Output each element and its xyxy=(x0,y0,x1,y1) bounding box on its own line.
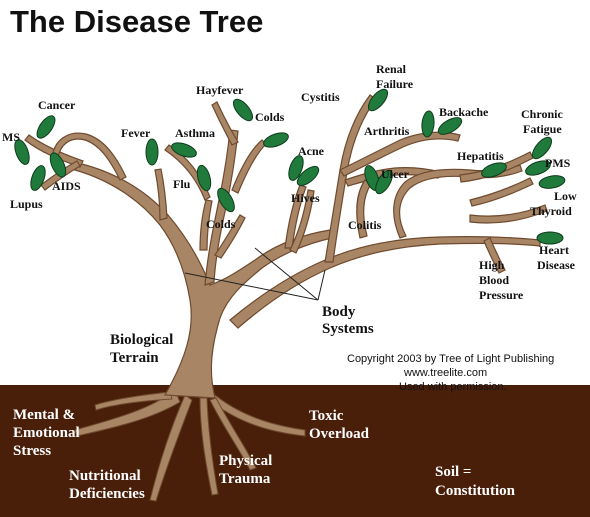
label-colds-2: Colds xyxy=(255,110,285,124)
label-flu: Flu xyxy=(173,177,191,191)
leaf-icon xyxy=(481,162,507,178)
leaf-icon xyxy=(145,138,159,166)
leaf-icon xyxy=(14,139,30,165)
label-nutritional-deficiencies-line2: Deficiencies xyxy=(69,486,145,502)
copyright-notice: Copyright 2003 by Tree of Light Publishi… xyxy=(347,353,554,393)
leaf-icon xyxy=(30,165,46,191)
label-body-systems-line2: Systems xyxy=(322,321,374,337)
label-cancer: Cancer xyxy=(38,98,76,112)
label-pms: PMS xyxy=(545,156,571,170)
label-renal-failure-line1: Renal xyxy=(376,62,407,76)
label-soil-constitution-line2: Constitution xyxy=(435,483,516,499)
label-soil-constitution-line1: Soil = xyxy=(435,464,471,480)
label-hepatitis: Hepatitis xyxy=(457,149,504,163)
leaf-icon xyxy=(421,110,435,138)
leaf-icon xyxy=(36,115,56,139)
leaf-icon xyxy=(171,142,197,158)
label-physical-trauma-line1: Physical xyxy=(219,453,272,469)
leaf-icon xyxy=(531,136,553,160)
label-high-blood-pressure-line1: High xyxy=(479,258,505,272)
root-labels: Mental & Emotional Stress Nutritional De… xyxy=(13,407,516,502)
label-mental-emotional-stress-line1: Mental & xyxy=(13,407,75,423)
label-asthma: Asthma xyxy=(175,126,215,140)
label-mental-emotional-stress-line3: Stress xyxy=(13,443,51,459)
tree-leaves xyxy=(14,88,566,245)
label-cystitis: Cystitis xyxy=(301,90,340,104)
label-high-blood-pressure-line2: Blood xyxy=(479,273,509,287)
copyright-line3: Used with permission. xyxy=(399,381,507,393)
leaf-icon xyxy=(232,98,254,122)
leaf-icon xyxy=(263,132,289,148)
label-fever: Fever xyxy=(121,126,151,140)
trunk-labels: Body Systems Biological Terrain xyxy=(110,304,374,366)
label-biological-terrain-line2: Terrain xyxy=(110,350,159,366)
leaf-icon xyxy=(367,88,389,112)
label-low-thyroid-line2: Thyroid xyxy=(530,204,572,218)
label-colitis: Colitis xyxy=(348,218,382,232)
leaf-icon xyxy=(288,155,304,181)
leaf-icon xyxy=(536,231,564,245)
leaf-icon xyxy=(538,175,566,189)
label-nutritional-deficiencies-line1: Nutritional xyxy=(69,468,141,484)
page-title: The Disease Tree xyxy=(10,4,263,39)
label-ulcer: Ulcer xyxy=(381,167,410,181)
label-biological-terrain-line1: Biological xyxy=(110,332,173,348)
body-systems-pointers xyxy=(184,247,326,301)
label-heart-disease-line1: Heart xyxy=(539,243,569,257)
label-chronic-fatigue-line1: Chronic xyxy=(521,107,563,121)
label-lupus: Lupus xyxy=(10,197,43,211)
label-chronic-fatigue-line2: Fatigue xyxy=(523,122,562,136)
label-renal-failure-line2: Failure xyxy=(376,77,414,91)
label-colds-1: Colds xyxy=(206,217,236,231)
label-physical-trauma-line2: Trauma xyxy=(219,471,271,487)
label-toxic-overload-line2: Overload xyxy=(309,426,370,442)
leaf-icon xyxy=(525,160,551,176)
leaf-icon xyxy=(437,117,463,135)
label-toxic-overload-line1: Toxic xyxy=(309,408,344,424)
copyright-line2: www.treelite.com xyxy=(403,367,487,379)
label-acne: Acne xyxy=(298,144,325,158)
label-backache: Backache xyxy=(439,105,489,119)
leaf-icon xyxy=(375,169,393,195)
label-body-systems-line1: Body xyxy=(322,304,356,320)
copyright-line1: Copyright 2003 by Tree of Light Publishi… xyxy=(347,353,554,365)
label-mental-emotional-stress-line2: Emotional xyxy=(13,425,80,441)
label-ms: MS xyxy=(2,130,20,144)
label-high-blood-pressure-line3: Pressure xyxy=(479,288,524,302)
leaf-icon xyxy=(217,187,235,213)
label-heart-disease-line2: Disease xyxy=(537,258,576,272)
label-aids: AIDS xyxy=(52,179,81,193)
leaf-icon xyxy=(296,165,320,187)
leaf-icon xyxy=(196,164,212,192)
tree-roots xyxy=(74,389,306,502)
leaf-icon xyxy=(49,152,67,178)
label-arthritis: Arthritis xyxy=(364,124,410,138)
label-hives: Hives xyxy=(291,191,320,205)
disease-labels: Cancer MS Lupus AIDS Fever Asthma Flu Co… xyxy=(2,62,577,302)
label-low-thyroid-line1: Low xyxy=(554,189,577,203)
label-hayfever: Hayfever xyxy=(196,83,244,97)
